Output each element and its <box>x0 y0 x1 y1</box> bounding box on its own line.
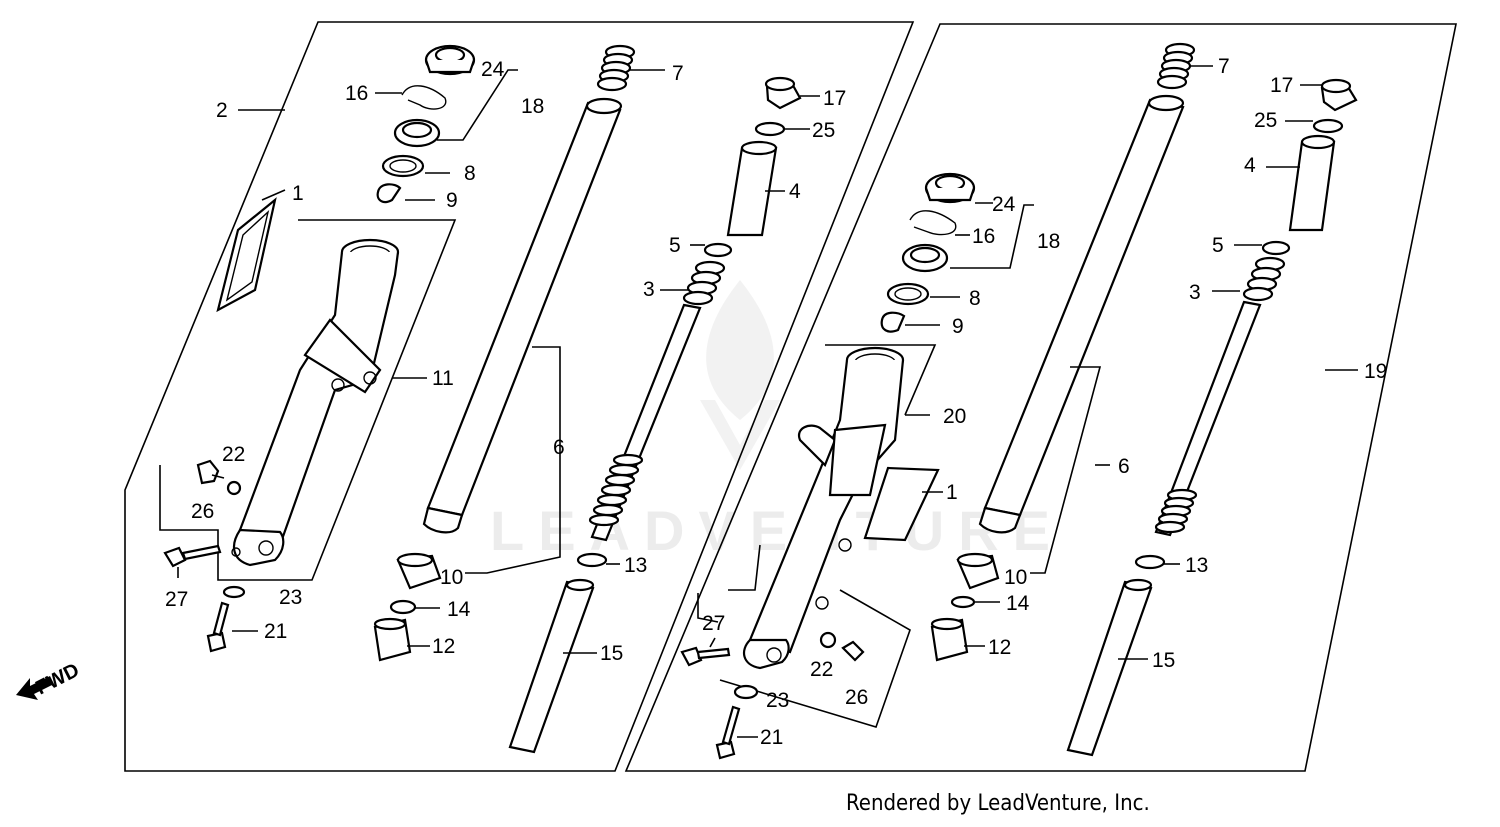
credit-text: Rendered by LeadVenture, Inc. <box>846 791 1150 816</box>
callout-r-17: 17 <box>1270 74 1293 97</box>
callout-5: 5 <box>669 234 681 257</box>
callout-r-14: 14 <box>1006 592 1030 615</box>
spring-7-right <box>1156 42 1196 90</box>
arrow-icon <box>16 676 54 700</box>
callout-1: 1 <box>292 182 304 205</box>
callout-3: 3 <box>643 278 655 301</box>
callout-17: 17 <box>823 87 846 110</box>
right-assembly <box>624 23 1457 772</box>
callout-25: 25 <box>812 119 835 142</box>
callout-r-21: 21 <box>760 726 783 749</box>
callout-14: 14 <box>447 598 471 621</box>
callout-13: 13 <box>624 554 647 577</box>
callout-r-8: 8 <box>969 287 981 310</box>
callout-4: 4 <box>789 180 801 203</box>
callout-8: 8 <box>464 162 476 185</box>
callout-r-10: 10 <box>1004 566 1027 589</box>
callout-11: 11 <box>432 367 454 390</box>
callout-7: 7 <box>672 62 684 85</box>
callout-r-7: 7 <box>1218 55 1230 78</box>
callout-10: 10 <box>440 566 463 589</box>
callout-r-18: 18 <box>1037 230 1060 253</box>
callout-15: 15 <box>600 642 623 665</box>
callout-21: 21 <box>264 620 287 643</box>
left-assembly <box>124 21 915 772</box>
callout-r-25: 25 <box>1254 109 1277 132</box>
callout-r-27: 27 <box>702 612 725 635</box>
callout-r-24: 24 <box>992 193 1016 216</box>
right-frame <box>624 23 1457 772</box>
fork-tube-left <box>422 97 623 534</box>
gasket-part <box>216 197 277 313</box>
callout-r-26: 26 <box>845 686 868 709</box>
right-callouts: 7 17 25 4 24 16 18 5 3 8 9 19 20 6 1 10 … <box>702 55 1387 749</box>
callout-24: 24 <box>481 58 505 81</box>
callout-r-9: 9 <box>952 315 964 338</box>
callout-r-5: 5 <box>1212 234 1224 257</box>
callout-23: 23 <box>279 586 302 609</box>
callout-r-16: 16 <box>972 225 995 248</box>
callout-12: 12 <box>432 635 455 658</box>
callout-r-4: 4 <box>1244 154 1256 177</box>
callout-r-6: 6 <box>1118 455 1130 478</box>
watermark: LEADVENTURE <box>490 280 1064 562</box>
damper-rod-right <box>1154 256 1286 537</box>
fork-slider-right <box>742 346 905 670</box>
fwd-label: FWD <box>32 659 83 699</box>
callout-r-12: 12 <box>988 636 1011 659</box>
callout-27: 27 <box>165 588 188 611</box>
fork-tube-right <box>978 94 1185 534</box>
fork-slider-left <box>231 238 400 567</box>
left-frame <box>124 21 915 772</box>
callout-r-23: 23 <box>766 689 789 712</box>
fwd-arrow: FWD <box>16 659 83 700</box>
left-callouts: 2 1 16 24 18 8 9 7 17 25 4 5 3 11 6 22 2… <box>165 58 846 665</box>
callout-18: 18 <box>521 95 544 118</box>
callout-26: 26 <box>191 500 214 523</box>
watermark-text: LEADVENTURE <box>490 499 1064 562</box>
callout-16: 16 <box>345 82 368 105</box>
callout-r-3: 3 <box>1189 281 1201 304</box>
callout-2: 2 <box>216 99 228 122</box>
spring-7-left <box>596 44 636 92</box>
damper-rod-left <box>588 260 726 542</box>
callout-r-19: 19 <box>1364 360 1387 383</box>
callout-6: 6 <box>553 436 565 459</box>
callout-r-15: 15 <box>1152 649 1175 672</box>
callout-r-13: 13 <box>1185 554 1208 577</box>
callout-9: 9 <box>446 189 458 212</box>
callout-22: 22 <box>222 443 245 466</box>
callout-r-20: 20 <box>943 405 966 428</box>
callout-r-22: 22 <box>810 658 833 681</box>
callout-r-1: 1 <box>946 481 958 504</box>
gasket-part-right <box>863 466 940 542</box>
